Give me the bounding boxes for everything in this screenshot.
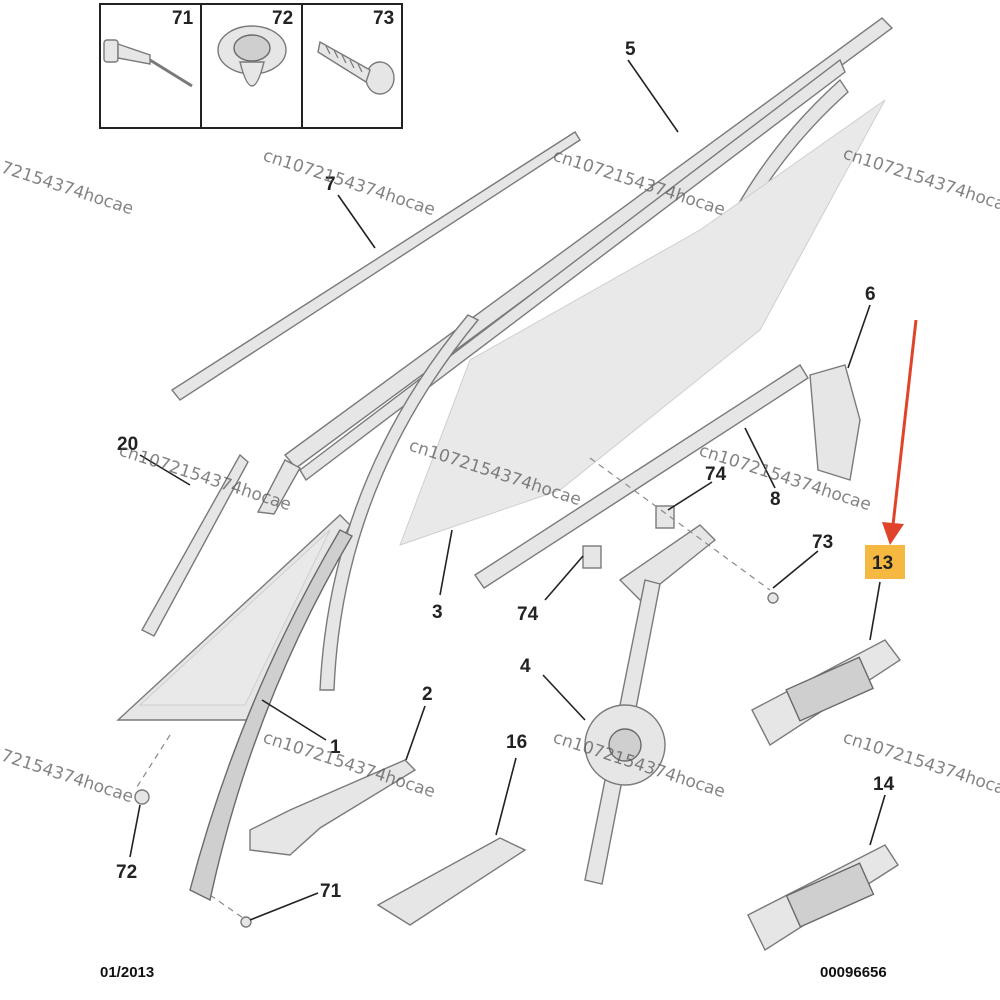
part-16-single-switch [376,837,527,926]
callout-7: 7 [325,174,336,195]
watermark-8: 72154374hocae [0,746,136,808]
fastener-73-screw [767,592,779,604]
part-14-window-switch [747,844,899,952]
watermark-1: 72154374hocae [0,158,136,220]
callouts: 5 7 6 8 20 74 74 73 3 4 2 1 16 14 72 71 [116,39,895,902]
screw-icon [317,40,395,95]
part-7-outer-belt-strip [170,131,581,401]
assembly-line-73 [589,457,771,591]
inset-label-72: 72 [272,8,293,29]
footer-date: 01/2013 [100,964,154,981]
fastener-72-clip [134,789,150,805]
fastener-71-rivet [240,916,252,928]
part-6-bracket [809,364,861,481]
highlighted-callout: 13 [865,319,918,579]
inset-label-73: 73 [373,8,394,29]
callout-14: 14 [873,774,895,795]
callout-73: 73 [812,532,833,553]
callout-6: 6 [865,284,876,305]
callout-3: 3 [432,602,443,623]
part-20-bracket [256,459,301,515]
watermark-5: cn1072154374hocae [116,441,293,516]
part-1-quarter-window [116,514,353,902]
part-13-window-switch [751,639,902,747]
callout-8: 8 [770,489,781,510]
inset-label-71: 71 [172,8,194,29]
fastener-inset: 71 72 73 [99,3,403,129]
part-3-door-glass [399,99,886,546]
part-4-window-regulator [584,524,717,885]
callout-74-lower: 74 [517,604,539,625]
callout-1: 1 [330,737,341,758]
callout-5: 5 [625,39,636,60]
watermark-11: cn1072154374hoca [840,728,1000,799]
callout-71: 71 [320,881,342,902]
watermark-2: cn1072154374hocae [260,146,437,221]
highlight-box [865,545,905,579]
watermark-4: cn1072154374hoca [840,144,1000,215]
arrow-icon [882,319,918,545]
part-8-inner-belt-strip [474,364,809,589]
rivet-icon [103,39,193,88]
callout-16: 16 [506,732,527,753]
callout-20: 20 [117,434,138,455]
part-20-triangle-seal [141,453,249,637]
callout-2: 2 [422,684,433,705]
part-2-trim-support [249,759,417,856]
part-74-clip-upper [655,505,675,529]
callout-74-upper: 74 [705,464,727,485]
assembly-line-72 [134,734,171,791]
callout-13: 13 [872,553,893,574]
clip-icon [217,25,287,87]
footer-code: 00096656 [820,964,887,981]
callout-4: 4 [520,656,531,677]
part-74-clip-lower [582,545,602,569]
assembly-line-71 [209,894,247,921]
callout-72: 72 [116,862,137,883]
leader-lines [129,59,886,921]
